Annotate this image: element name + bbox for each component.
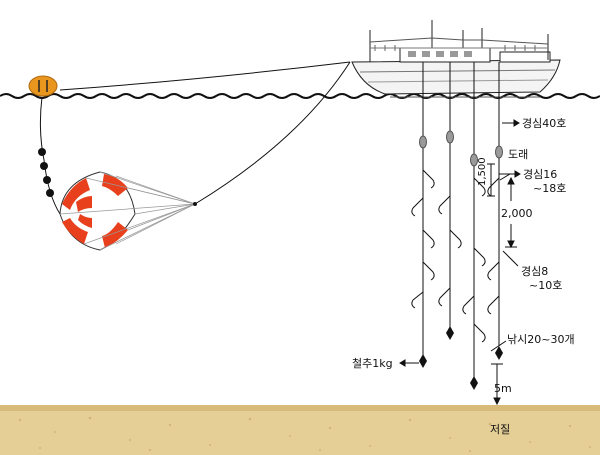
branch-gauge-bottom-sub-label: ~10호 xyxy=(529,279,562,292)
hooks-label: 낚시20~30개 xyxy=(507,333,575,346)
spacing-label: 2,000 xyxy=(501,207,533,220)
buoy xyxy=(28,75,58,97)
chain-weights xyxy=(38,148,54,197)
sinker-4 xyxy=(495,346,503,360)
sinker-3 xyxy=(470,376,478,390)
branch-gauge-bottom-label: 경심8 xyxy=(521,265,548,278)
sea-anchor xyxy=(59,171,197,251)
dropline-4 xyxy=(487,62,503,346)
branch-length-label: 1,500 xyxy=(477,157,488,186)
sea-surface xyxy=(0,93,600,99)
sinker-1 xyxy=(419,354,427,368)
sinker-label: 철추1kg xyxy=(352,357,393,370)
dropline-1 xyxy=(411,62,435,360)
seabed-sand xyxy=(0,405,600,455)
sinker-2 xyxy=(446,326,454,340)
seabed-label: 저질 xyxy=(490,423,510,436)
dropline-3 xyxy=(462,62,486,378)
fishing-boat xyxy=(351,20,561,98)
branch-gauge-top-label: 경심16 xyxy=(523,168,557,181)
annotation-marks xyxy=(399,119,521,406)
float-rope xyxy=(39,61,351,215)
main-line-gauge-label: 경심40호 xyxy=(522,117,566,130)
branch-gauge-top-sub-label: ~18호 xyxy=(533,182,566,195)
swivel-label: 도래 xyxy=(508,148,528,161)
seabed-gap-label: 5m xyxy=(494,382,512,395)
dropline-2 xyxy=(438,62,462,328)
